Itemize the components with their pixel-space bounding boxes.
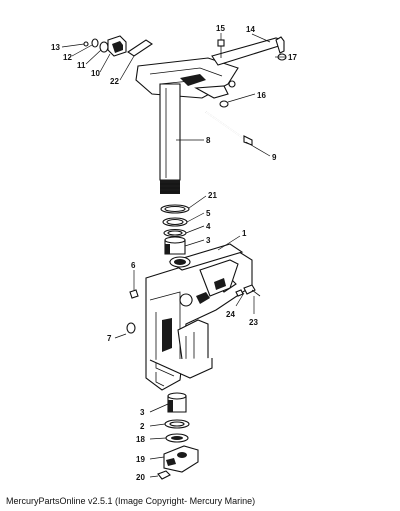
screw-20 — [157, 470, 171, 480]
callout-15: 15 — [216, 24, 225, 33]
tilt-rod-9 — [205, 111, 253, 146]
callout-3-upper: 3 — [206, 236, 211, 245]
callout-2: 2 — [140, 422, 145, 431]
callout-8: 8 — [206, 136, 211, 145]
screw-23 — [243, 284, 256, 295]
steering-yoke-19 — [163, 445, 199, 473]
lower-bearing-stack — [157, 392, 199, 480]
swivel-bracket-1 — [145, 243, 253, 391]
callout-14: 14 — [246, 25, 255, 34]
nut-16 — [219, 100, 229, 108]
callout-23: 23 — [249, 318, 258, 327]
callout-12: 12 — [63, 53, 72, 62]
small-fasteners — [126, 284, 261, 334]
image-caption: MercuryPartsOnline v2.5.1 (Image Copyrig… — [6, 496, 256, 506]
upper-bearing-stack — [160, 204, 190, 255]
washer-11 — [99, 41, 109, 53]
washer-12 — [91, 38, 99, 48]
callout-11: 11 — [77, 61, 86, 70]
callout-1: 1 — [242, 229, 247, 238]
callout-13: 13 — [51, 43, 60, 52]
callout-18: 18 — [136, 435, 145, 444]
callout-6: 6 — [131, 261, 136, 270]
grease-fitting-6 — [129, 289, 139, 299]
callout-17: 17 — [288, 53, 297, 62]
bolt-15 — [217, 39, 225, 47]
bracket-22 — [127, 39, 153, 57]
exploded-parts-diagram: 13 12 11 10 22 15 14 17 16 8 9 21 5 4 3 … — [51, 24, 297, 482]
callout-16: 16 — [257, 91, 266, 100]
callout-22: 22 — [110, 77, 119, 86]
callout-20: 20 — [136, 473, 145, 482]
leader-lines — [61, 33, 286, 478]
callout-10: 10 — [91, 69, 100, 78]
steering-arm-assembly — [83, 35, 287, 108]
callout-4: 4 — [206, 222, 211, 231]
callout-24: 24 — [226, 310, 235, 319]
swivel-tube-8 — [159, 83, 181, 194]
pin-7 — [126, 322, 136, 334]
washer-13 — [83, 41, 89, 47]
callout-19: 19 — [136, 455, 145, 464]
callout-5: 5 — [206, 209, 211, 218]
callout-9: 9 — [272, 153, 277, 162]
callout-21: 21 — [208, 191, 217, 200]
callout-3-lower: 3 — [140, 408, 145, 417]
callout-labels: 13 12 11 10 22 15 14 17 16 8 9 21 5 4 3 … — [51, 24, 297, 482]
callout-7: 7 — [107, 334, 112, 343]
